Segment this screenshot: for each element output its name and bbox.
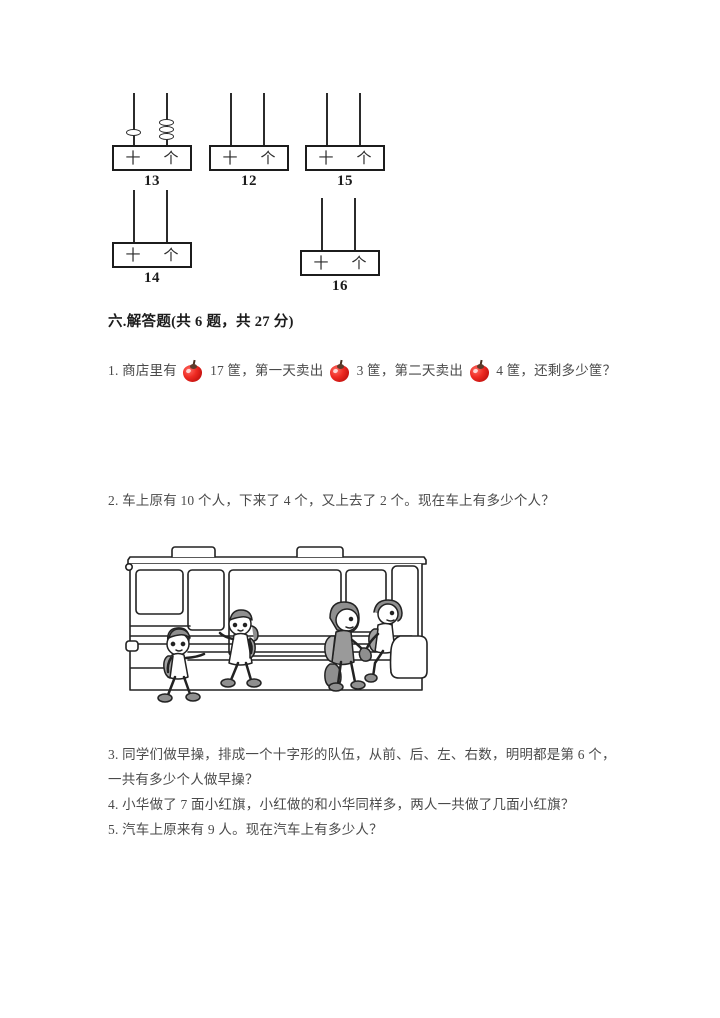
question-3: 3. 同学们做早操，排成一个十字形的队伍，从前、后、左、右数，明明都是第 6 个…: [108, 747, 616, 787]
place-value-frame: 十 个 15: [305, 93, 385, 190]
abacus-rods: [209, 93, 289, 145]
frame-box: 十 个: [112, 242, 192, 268]
place-value-frame: 十 个 14: [112, 190, 192, 287]
frame-number-label: 16: [332, 278, 348, 294]
rod-tens: [133, 93, 135, 145]
rod-tens: [326, 93, 328, 145]
q1-text-part3: 3 筐，第二天卖出: [356, 363, 464, 378]
place-value-frame: 十 个 13: [112, 93, 192, 190]
bus-illustration: [112, 540, 452, 712]
place-value-frame: 十 个 16: [300, 198, 380, 295]
frame-box: 十 个: [305, 145, 385, 171]
column-label-ones: 个: [163, 148, 179, 167]
column-label-tens: 十: [313, 253, 329, 272]
rod-ones: [166, 190, 168, 242]
q1-text-part1: 1. 商店里有: [108, 363, 177, 378]
frame-box: 十 个: [300, 250, 380, 276]
column-label-tens: 十: [125, 148, 141, 167]
frame-box: 十 个: [112, 145, 192, 171]
column-label-ones: 个: [351, 253, 367, 272]
rod-ones: [359, 93, 361, 145]
column-label-ones: 个: [163, 245, 179, 264]
column-label-tens: 十: [125, 245, 141, 264]
bead-ones: [159, 119, 174, 126]
question-1: 1. 商店里有 17 筐，第一天卖出 3 筐，第二天卖出 4 筐，还剩多少筐？: [108, 356, 620, 386]
column-label-tens: 十: [222, 148, 238, 167]
bead-tens: [126, 129, 141, 136]
column-label-ones: 个: [260, 148, 276, 167]
rod-tens: [321, 198, 323, 250]
abacus-rods: [300, 198, 380, 250]
abacus-rods: [305, 93, 385, 145]
questions-3-4-5-group: 3. 同学们做早操，排成一个十字形的队伍，从前、后、左、右数，明明都是第 6 个…: [108, 742, 620, 842]
place-value-frames-group: 十 个 13 十 个 12 十 个: [0, 0, 720, 294]
q1-text-part4: 4 筐，还剩多少筐？: [496, 363, 617, 378]
section-heading: 六.解答题(共 6 题，共 27 分): [108, 314, 294, 330]
rod-ones: [354, 198, 356, 250]
frame-number-label: 15: [337, 173, 353, 189]
q1-text-part2: 17 筐，第一天卖出: [210, 363, 324, 378]
bead-ones: [159, 126, 174, 133]
place-value-frame: 十 个 12: [209, 93, 289, 190]
abacus-rods: [112, 190, 192, 242]
frame-number-label: 12: [241, 173, 257, 189]
column-label-ones: 个: [356, 148, 372, 167]
question-2: 2. 车上原有 10 个人，下来了 4 个，又上去了 2 个。现在车上有多少个人…: [108, 493, 555, 508]
rod-tens: [133, 190, 135, 242]
frame-box: 十 个: [209, 145, 289, 171]
apple-icon: [468, 359, 492, 382]
rod-tens: [230, 93, 232, 145]
abacus-rods: [112, 93, 192, 145]
frame-number-label: 14: [144, 270, 160, 286]
apple-icon: [328, 359, 352, 382]
apple-icon: [181, 359, 205, 382]
frame-number-label: 13: [144, 173, 160, 189]
column-label-tens: 十: [318, 148, 334, 167]
bead-ones: [159, 133, 174, 140]
rod-ones: [263, 93, 265, 145]
question-5: 5. 汽车上原来有 9 人。现在汽车上有多少人？: [108, 822, 383, 837]
question-4: 4. 小华做了 7 面小红旗，小红做的和小华同样多，两人一共做了几面小红旗？: [108, 797, 575, 812]
